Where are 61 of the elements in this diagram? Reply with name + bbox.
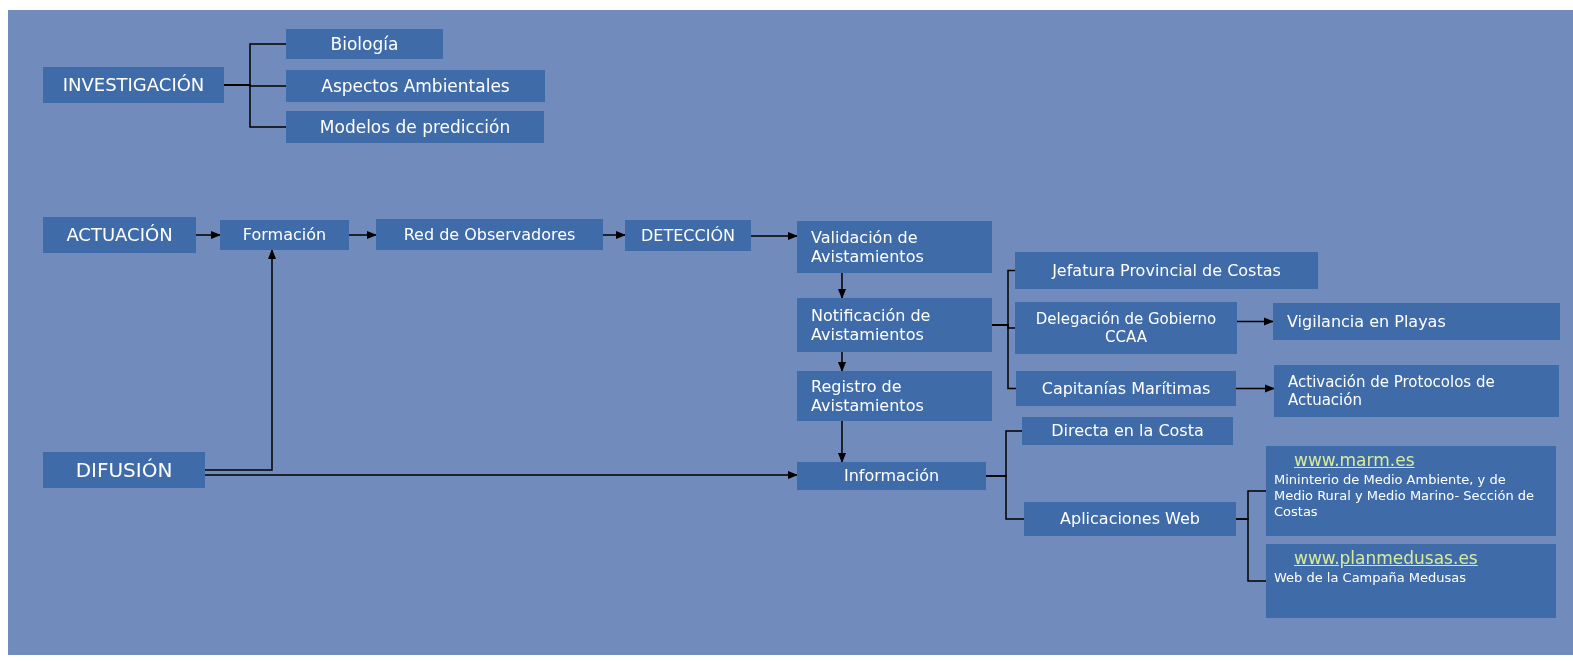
process-box — [1273, 303, 1560, 340]
box-label: Directa en la Costa — [1051, 421, 1204, 441]
process-box — [376, 219, 603, 250]
box-label: Activación de Protocolos de Actuación — [1288, 373, 1496, 409]
arrow — [750, 231, 799, 241]
process-box — [1266, 544, 1556, 618]
arrow — [837, 420, 847, 464]
process-box — [797, 298, 992, 352]
process-box — [797, 221, 992, 273]
arrow — [195, 230, 222, 240]
box-label: Aspectos Ambientales — [321, 75, 510, 97]
arrow — [204, 470, 799, 480]
process-box — [43, 217, 196, 253]
arrow — [1236, 317, 1275, 326]
box-label: DIFUSIÓN — [75, 458, 173, 482]
process-box — [43, 67, 224, 103]
process-box — [286, 70, 545, 102]
box-label: Formación — [242, 225, 327, 245]
box-label: DETECCIÓN — [641, 225, 735, 246]
box-label: Información — [843, 466, 940, 486]
process-box — [220, 220, 349, 250]
arrow — [1235, 384, 1276, 393]
arrow — [602, 230, 627, 240]
box-label: Web de la Campaña Medusas — [1274, 570, 1467, 586]
box-label: Jefatura Provincial de Costas — [1052, 260, 1281, 281]
connector-line — [991, 324, 1017, 390]
process-box — [1266, 446, 1556, 536]
box-label: Validación de Avistamientos — [811, 227, 925, 267]
process-box — [797, 462, 986, 490]
process-box — [1015, 252, 1318, 289]
process-box — [1016, 371, 1236, 406]
box-label: Registro de Avistamientos — [811, 376, 925, 416]
box-label: Aplicaciones Web — [1060, 509, 1200, 529]
box-label: Biología — [330, 33, 399, 55]
box-label: ACTUACIÓN — [66, 224, 173, 246]
box-label: Notificación de Avistamientos — [811, 305, 932, 345]
process-box — [43, 452, 205, 488]
connector-line — [1235, 518, 1267, 582]
box-label: Vigilancia en Playas — [1287, 311, 1446, 332]
process-box — [625, 220, 751, 251]
arrow — [204, 248, 277, 471]
connector-line — [985, 475, 1025, 520]
box-label: INVESTIGACIÓN — [62, 74, 205, 96]
process-box — [797, 371, 992, 421]
web-link: www.marm.es — [1294, 450, 1415, 471]
arrow — [837, 272, 847, 300]
process-box — [1015, 302, 1237, 354]
box-label: Delegación de Gobierno CCAA — [1034, 310, 1218, 346]
process-box — [286, 29, 443, 59]
process-box — [1024, 502, 1236, 536]
box-label: Mininterio de Medio Ambiente, y de Medio Rural y Medio Marino- Sección de Costas — [1274, 472, 1536, 520]
connector-line — [223, 84, 287, 128]
box-label: Capitanías Marítimas — [1041, 378, 1211, 399]
process-box — [1274, 365, 1559, 417]
box-label: Red de Observadores — [403, 224, 576, 245]
process-box — [1022, 417, 1233, 445]
arrow — [348, 230, 378, 240]
arrow — [837, 351, 847, 373]
process-box — [286, 111, 544, 143]
web-link: www.planmedusas.es — [1294, 548, 1478, 569]
box-label: Modelos de predicción — [319, 116, 511, 138]
